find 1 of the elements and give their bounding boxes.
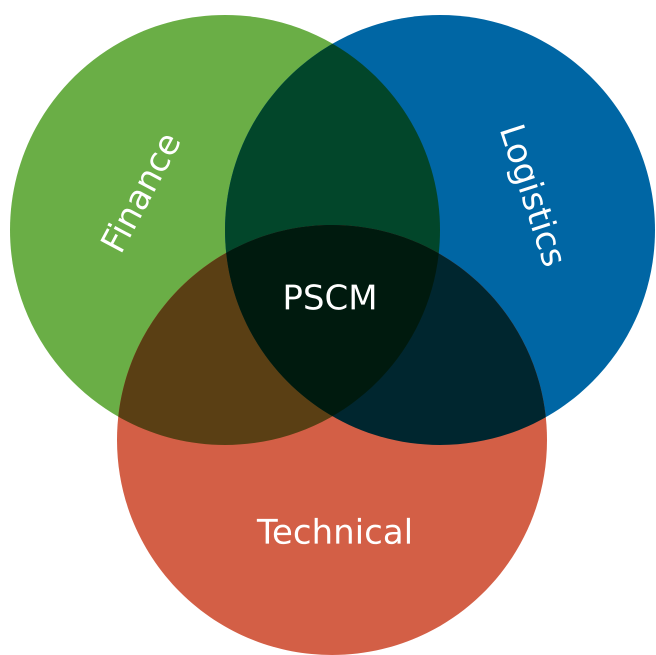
center-region: PSCM	[286, 284, 374, 310]
